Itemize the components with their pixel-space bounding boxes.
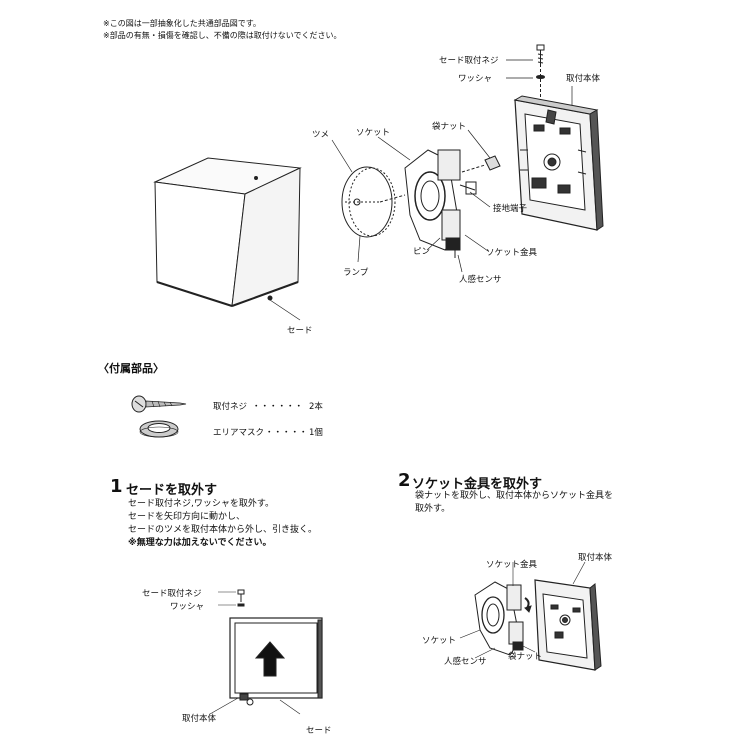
step1-line3: セードのツメを取付本体から外し、引き抜く。 (128, 525, 318, 535)
step2-label-motion-sensor: 人感センサ (444, 657, 487, 667)
step1-line2: セードを矢印方向に動かし、 (128, 512, 246, 522)
step2-label-bag-nut: 袋ナット (508, 652, 543, 662)
shade-screw-washer (536, 44, 545, 100)
step1-title: セードを取外す (126, 483, 218, 498)
label-socket-bracket: ソケット金具 (486, 248, 538, 258)
step2-number: 2 (398, 470, 411, 491)
exploded-view-diagram (153, 44, 604, 321)
step2-diagram (459, 561, 602, 671)
accessory-screw-qty: 2本 (309, 402, 323, 412)
accessories-title: 〈付属部品〉 (98, 362, 164, 375)
mounting-body (513, 95, 604, 231)
step2-label-socket: ソケット (422, 636, 457, 646)
step2-title: ソケット金具を取外す (412, 477, 543, 492)
step1-label-shade: セード (306, 726, 332, 736)
note-check-parts: ※部品の有無・損傷を確認し、不備の際は取付けないでください。 (103, 31, 342, 40)
shade-cube (153, 157, 302, 307)
label-body: 取付本体 (566, 74, 601, 84)
label-claw: ツメ (312, 130, 330, 140)
label-bag-nut: 袋ナット (432, 122, 467, 132)
lamp-disc (341, 166, 406, 238)
label-lamp: ランプ (343, 268, 369, 278)
step2-line1: 袋ナットを取外し、取付本体からソケット金具を (415, 491, 614, 501)
label-shade-screw: セード取付ネジ (439, 56, 499, 66)
label-motion-sensor: 人感センサ (459, 275, 502, 285)
step1-number: 1 (110, 476, 123, 497)
step1-label-screw: セード取付ネジ (142, 589, 202, 599)
step2-line2: 取外す。 (415, 504, 451, 514)
socket-assembly (404, 149, 477, 258)
area-mask-icon (139, 420, 179, 438)
label-socket: ソケット (356, 128, 391, 138)
label-shade: セード (287, 326, 313, 336)
label-ground-terminal: 接地端子 (493, 204, 528, 214)
screw-icon (131, 395, 187, 413)
accessory-screw-dots: ・・・・・・ (252, 402, 304, 412)
accessory-mask-dots: ・・・・・ (265, 428, 308, 438)
accessory-screw-name: 取付ネジ (213, 402, 248, 412)
step2-label-socket-bracket: ソケット金具 (486, 560, 538, 570)
label-pin: ピン (413, 247, 431, 257)
accessory-mask-qty: 1個 (309, 428, 323, 438)
step1-line1: セード取付ネジ,ワッシャを取外す。 (128, 499, 274, 509)
accessory-mask-name: エリアマスク (213, 428, 265, 438)
step2-label-body: 取付本体 (578, 553, 613, 563)
bag-nut (461, 155, 501, 173)
step1-warning: ※無理な力は加えないでください。 (128, 538, 272, 548)
step1-label-body: 取付本体 (182, 714, 217, 724)
step1-label-washer: ワッシャ (170, 602, 205, 612)
note-abstract: ※この図は一部抽象化した共通部品図です。 (103, 19, 261, 28)
label-washer: ワッシャ (458, 74, 493, 84)
step1-diagram (209, 589, 323, 715)
